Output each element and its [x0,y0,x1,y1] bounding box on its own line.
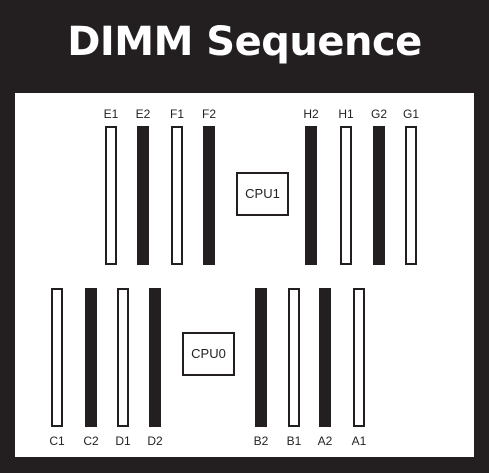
dimm-slot-d2 [149,288,161,427]
dimm-slot-b1 [288,288,300,427]
dimm-label-e1: E1 [103,107,119,121]
dimm-label-e2: E2 [135,107,151,121]
dimm-slot-h2 [305,126,317,265]
dimm-label-h2: H2 [303,107,319,121]
dimm-slot-c2 [85,288,97,427]
dimm-label-a2: A2 [317,434,333,448]
dimm-label-b1: B1 [286,434,302,448]
dimm-label-f1: F1 [169,107,184,121]
cpu0-socket: CPU0 [182,332,235,376]
dimm-label-f2: F2 [201,107,216,121]
dimm-slot-c1 [51,288,63,427]
dimm-slot-g2 [373,126,385,265]
dimm-slot-f1 [171,126,183,265]
dimm-label-h1: H1 [338,107,354,121]
dimm-slot-e1 [105,126,117,265]
dimm-label-c1: C1 [49,434,65,448]
dimm-slot-a2 [319,288,331,427]
dimm-label-c2: C2 [83,434,99,448]
cpu1-socket: CPU1 [236,172,289,216]
dimm-slot-b2 [255,288,267,427]
dimm-slot-g1 [405,126,417,265]
diagram-title: DIMM Sequence [67,19,422,65]
dimm-label-g2: G2 [370,107,387,121]
dimm-label-d1: D1 [115,434,131,448]
dimm-label-a1: A1 [351,434,367,448]
dimm-label-b2: B2 [253,434,269,448]
dimm-slot-a1 [353,288,365,427]
dimm-label-g1: G1 [402,107,419,121]
dimm-slot-d1 [117,288,129,427]
dimm-slot-f2 [203,126,215,265]
dimm-slot-e2 [137,126,149,265]
dimm-label-d2: D2 [147,434,163,448]
dimm-slot-h1 [340,126,352,265]
